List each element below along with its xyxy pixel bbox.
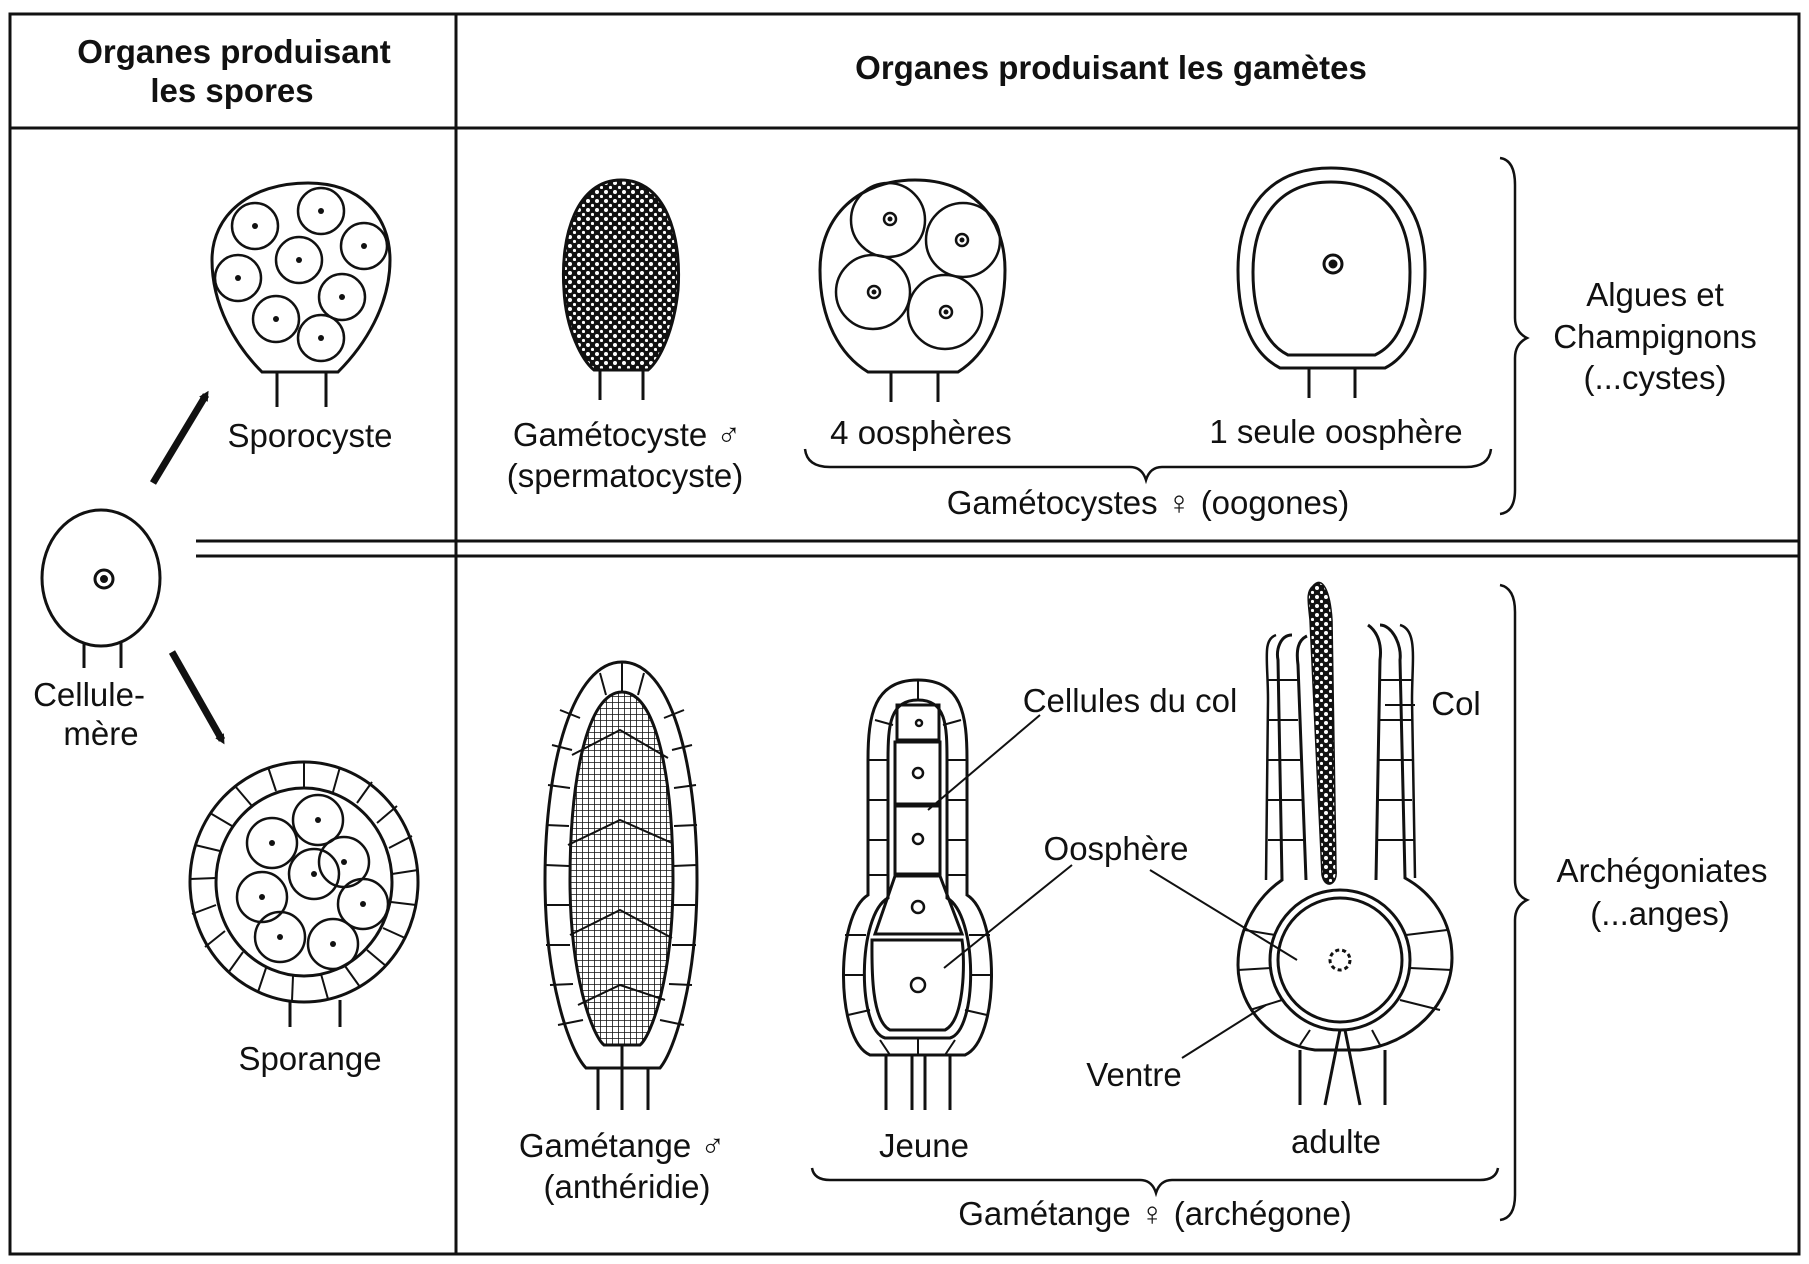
sporocyste-illustration [212, 183, 390, 407]
gametange-female-label: Gamétange ♀ (archégone) [958, 1195, 1351, 1232]
row2-group-brace [1500, 585, 1527, 1220]
mother-cell-label-line1: Cellule- [33, 676, 145, 713]
gametange-male-illustration [545, 662, 697, 1110]
four-oospheres-label: 4 oosphères [830, 414, 1012, 451]
mother-cell-label-line2: mère [63, 715, 138, 752]
adult-archegone-neck-canal [1308, 582, 1336, 884]
four-oospheres-illustration [820, 180, 1005, 402]
gametange-male-label-line1: Gamétange ♂ [519, 1127, 725, 1164]
row2-group-label-line2: (...anges) [1590, 895, 1729, 932]
ventre-label: Ventre [1086, 1056, 1181, 1093]
single-oosphere-label: 1 seule oosphère [1209, 413, 1462, 450]
row1-group-label-line3: (...cystes) [1583, 359, 1726, 396]
young-archegone-label: Jeune [879, 1127, 969, 1164]
cellules-col-label: Cellules du col [1023, 682, 1238, 719]
sporange-illustration [190, 762, 418, 1027]
adult-archegone-illustration [1238, 625, 1452, 1105]
mother-cell [42, 510, 160, 668]
row2-group-label-line1: Archégoniates [1557, 852, 1768, 889]
row2-female-brace [812, 1168, 1498, 1193]
gametocyste-male-label-line2: (spermatocyste) [507, 457, 744, 494]
row1-female-brace [805, 449, 1491, 480]
header-spores-line2: les spores [150, 72, 313, 109]
adult-archegone-label: adulte [1291, 1123, 1381, 1160]
gametocyste-male-illustration [563, 180, 678, 400]
sporocyste-label: Sporocyste [227, 417, 392, 454]
gametocystes-female-label: Gamétocystes ♀ (oogones) [947, 484, 1350, 521]
sporange-label: Sporange [238, 1040, 381, 1077]
arrow-to-sporange [172, 652, 222, 740]
header-gametes: Organes produisant les gamètes [855, 49, 1367, 86]
young-archegone-illustration [842, 680, 993, 1110]
leader-lines [928, 705, 1415, 1058]
header-spores-line1: Organes produisant [77, 33, 391, 70]
gametocyste-male-label-line1: Gamétocyste ♂ [513, 416, 741, 453]
gametange-male-label-line2: (anthéridie) [544, 1168, 711, 1205]
row1-group-label-line1: Algues et [1586, 276, 1724, 313]
oosphere-label: Oosphère [1044, 830, 1189, 867]
row1-group-label-line2: Champignons [1553, 318, 1757, 355]
col-label: Col [1431, 685, 1481, 722]
single-oosphere-illustration [1238, 168, 1425, 398]
row1-group-brace [1500, 158, 1527, 514]
arrow-to-sporocyste [153, 395, 206, 483]
